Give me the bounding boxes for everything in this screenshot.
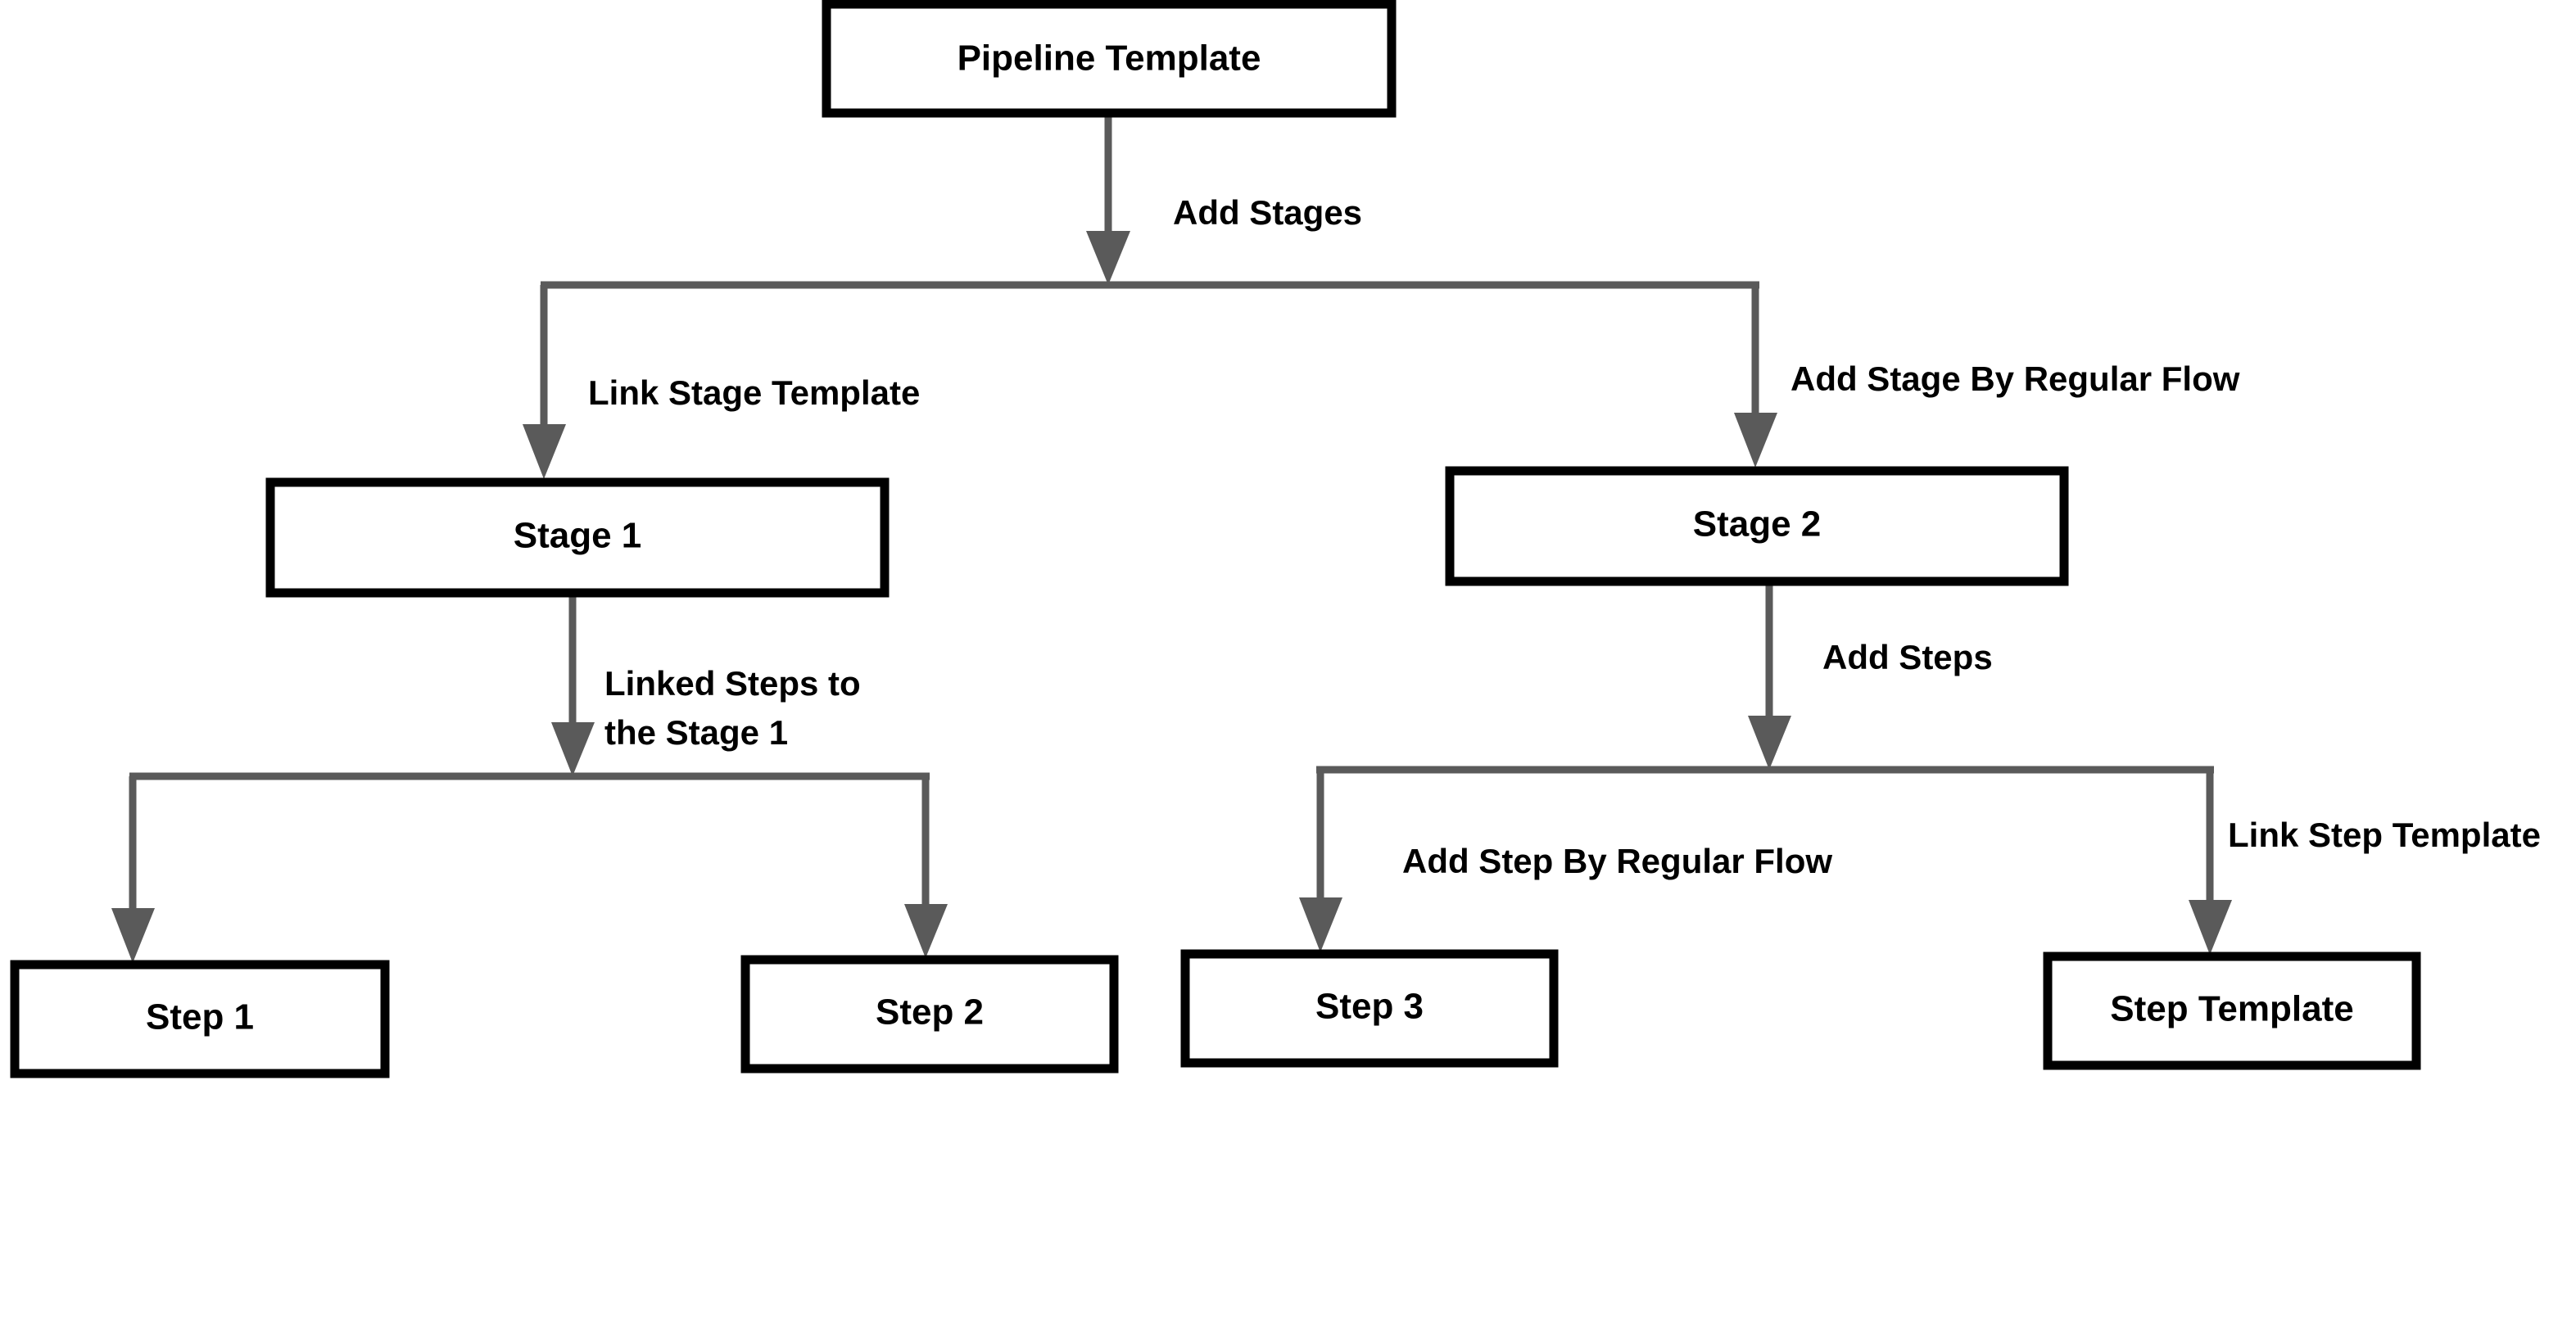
edge-step-1-arrowhead [111,908,155,963]
edge-step-split-left-to-step-2 [904,776,948,958]
edge-link-stage-template [523,285,566,479]
edge-label-link-stage-template: Link Stage Template [588,373,920,412]
node-step-template-box[interactable] [2043,952,2421,1070]
edge-linked-steps-arrowhead [551,722,595,776]
edge-step-template-arrowhead [2189,900,2232,955]
edge-add-step-by-regular-flow [1299,770,1342,952]
node-stage-2[interactable]: Stage 2 [1445,466,2069,586]
node-stage-2-box[interactable] [1445,466,2069,586]
edge-step-3-arrowhead [1299,897,1342,952]
node-step-3[interactable]: Step 3 [1180,949,1559,1068]
node-step-template-label: Step Template [2110,989,2353,1029]
edge-add-stages-arrowhead [1086,231,1130,285]
edge-label-link-step-template: Link Step Template [2228,816,2541,854]
node-step-1[interactable]: Step 1 [10,960,390,1078]
edge-step-2-arrowhead [904,904,948,958]
node-stage-1[interactable]: Stage 1 [265,477,890,598]
edge-add-steps-arrowhead [1748,716,1791,770]
node-stage-2-label: Stage 2 [1693,504,1822,545]
edge-linked-steps-to-the-stage-1 [551,593,595,776]
node-step-2-box[interactable] [740,955,1119,1074]
node-pipeline-template-label: Pipeline Template [958,38,1261,79]
edge-add-stage-by-regular-flow [1734,285,1777,468]
node-pipeline-template[interactable]: Pipeline Template [822,0,1397,118]
node-step-2-label: Step 2 [876,992,984,1033]
edge-link-stage-template-arrowhead [523,424,566,479]
node-step-template[interactable]: Step Template [2043,952,2421,1070]
edge-label-add-steps: Add Steps [1822,638,1993,676]
edge-label-add-stages: Add Stages [1173,193,1362,232]
node-step-3-label: Step 3 [1315,987,1424,1027]
edge-label-linked-steps-to-the-stage-1-line2: the Stage 1 [604,713,788,752]
edge-add-stage-by-regular-flow-arrowhead [1734,413,1777,468]
node-stage-1-box[interactable] [265,477,890,598]
node-step-1-box[interactable] [10,960,390,1078]
edge-add-stages [1086,115,1130,285]
edge-add-steps [1748,581,1791,770]
node-pipeline-template-box[interactable] [822,0,1397,118]
node-step-2[interactable]: Step 2 [740,955,1119,1074]
node-stage-1-label: Stage 1 [514,516,642,556]
edge-link-step-template [2189,770,2232,955]
node-step-1-label: Step 1 [146,997,254,1037]
edge-label-linked-steps-to-the-stage-1-line1: Linked Steps to [604,664,861,703]
edge-label-add-stage-by-regular-flow: Add Stage By Regular Flow [1791,359,2240,398]
edge-step-split-left-to-step-1 [111,776,155,963]
node-step-3-box[interactable] [1180,949,1559,1068]
edge-label-add-step-by-regular-flow: Add Step By Regular Flow [1402,842,1832,880]
